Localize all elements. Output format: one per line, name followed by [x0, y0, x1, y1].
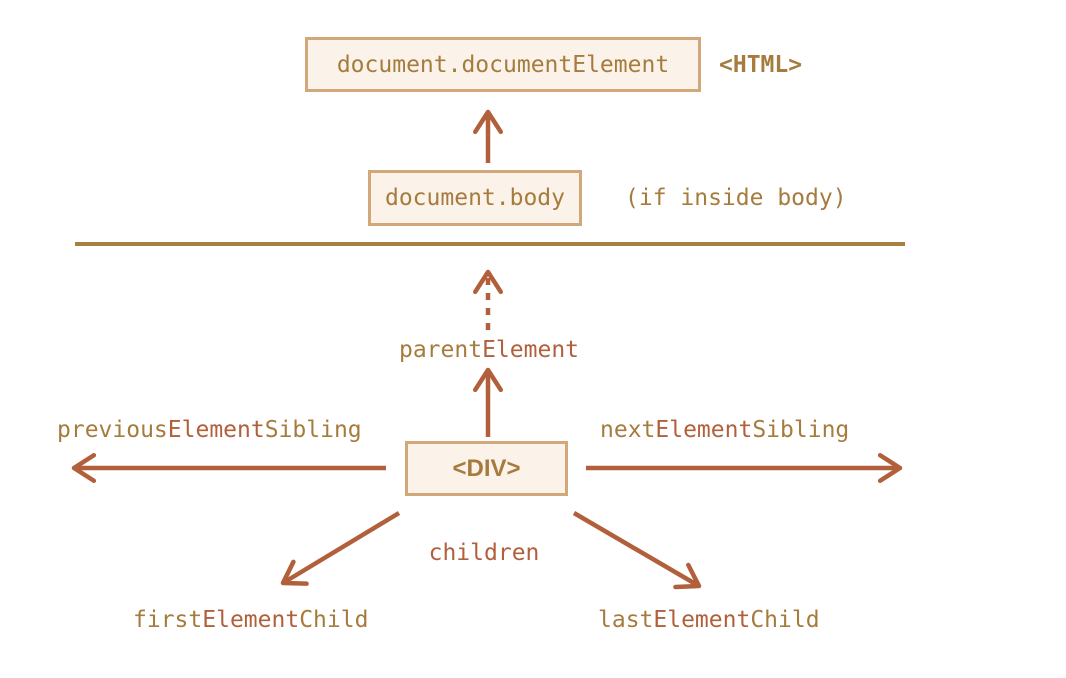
div-box: <DIV>	[405, 441, 568, 496]
previous-sibling-post: Sibling	[264, 417, 362, 443]
previous-sibling-pre: previous	[57, 417, 168, 443]
document-element-label: document.documentElement	[336, 51, 670, 78]
arrow-last-element-child	[572, 511, 702, 590]
first-child-post: Child	[299, 607, 369, 633]
html-tag-label: <HTML>	[719, 51, 803, 78]
previous-element-sibling-label: previousElementSibling	[57, 417, 362, 443]
parent-element-pre: parent	[398, 337, 483, 363]
next-sibling-highlight: Element	[655, 417, 753, 443]
next-sibling-pre: next	[600, 417, 656, 443]
parent-element-label: parentElement	[399, 337, 579, 363]
first-child-pre: first	[133, 607, 203, 633]
children-label: children	[429, 540, 540, 566]
previous-sibling-highlight: Element	[167, 417, 265, 443]
last-child-pre: last	[598, 607, 654, 633]
children-highlight: children	[428, 540, 540, 566]
next-sibling-post: Sibling	[752, 417, 850, 443]
first-child-highlight: Element	[202, 607, 300, 633]
last-child-post: Child	[750, 607, 820, 633]
first-element-child-label: firstElementChild	[133, 607, 368, 633]
parent-element-highlight: Element	[482, 337, 580, 363]
arrow-first-element-child	[280, 511, 401, 586]
last-child-highlight: Element	[653, 607, 751, 633]
if-inside-body-label: (if inside body)	[625, 185, 847, 211]
html-tag-note: <HTML>	[719, 37, 802, 92]
last-element-child-label: lastElementChild	[598, 607, 820, 633]
next-element-sibling-label: nextElementSibling	[600, 417, 849, 443]
document-element-box: document.documentElement	[305, 37, 701, 92]
document-body-label: document.body	[384, 185, 565, 211]
if-inside-body-note: (if inside body)	[625, 170, 847, 226]
div-label: <DIV>	[452, 454, 521, 482]
document-body-box: document.body	[368, 170, 582, 226]
